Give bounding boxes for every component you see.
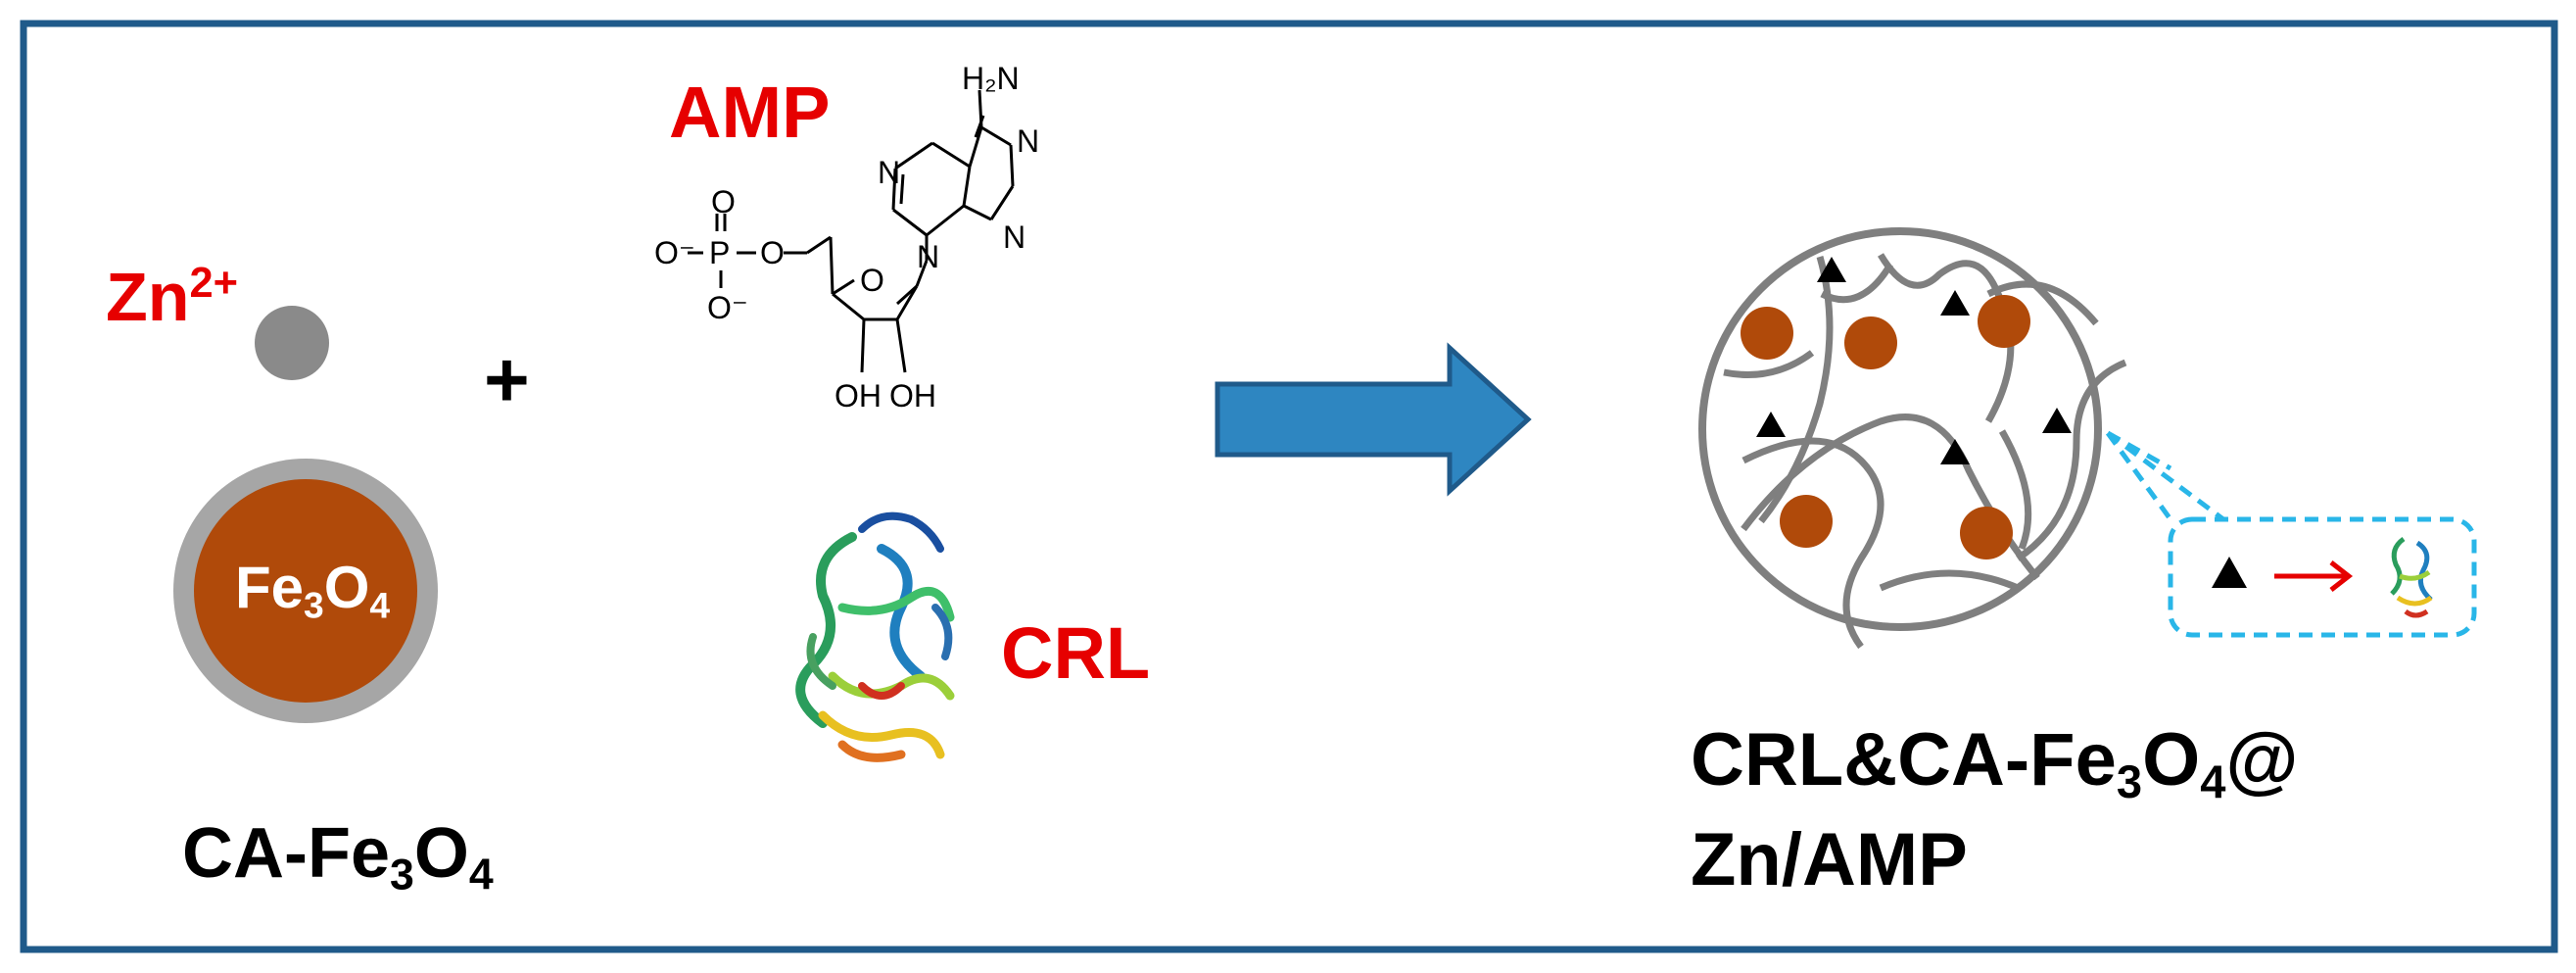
callout-leader bbox=[2105, 430, 2225, 522]
amp-phosphate-o-top: O bbox=[711, 184, 736, 219]
amp-n9-label: N bbox=[917, 239, 940, 274]
nanoparticle-label: CA-Fe3O4 bbox=[182, 814, 494, 900]
diagram-frame bbox=[20, 20, 2558, 953]
amp-structure bbox=[688, 89, 1015, 373]
amp-n7-label: N bbox=[878, 155, 901, 190]
amp-n3-label: N bbox=[1003, 219, 1026, 255]
amp-hydroxyl-1: OH bbox=[835, 378, 882, 414]
fe3o4-core bbox=[194, 479, 417, 703]
enzyme-triangle-icon bbox=[1756, 257, 2072, 464]
plus-sign: + bbox=[484, 336, 530, 423]
amp-amine-label: H₂N bbox=[962, 61, 1020, 96]
product-label-line2: Zn/AMP bbox=[1691, 818, 1968, 901]
crl-protein-icon bbox=[795, 511, 955, 762]
reaction-arrow-icon bbox=[1215, 342, 1532, 497]
amp-phosphate-o-bottom: O⁻ bbox=[707, 290, 748, 325]
amp-phosphate-p: P bbox=[709, 235, 731, 270]
zn-ion-sphere bbox=[255, 306, 329, 380]
callout-arrow-icon bbox=[2274, 560, 2354, 592]
amp-phosphate-o-left: O⁻ bbox=[654, 235, 695, 270]
zn-ion-label: Zn2+ bbox=[106, 259, 239, 335]
amp-ester-o: O bbox=[760, 235, 785, 270]
crl-label: CRL bbox=[1001, 612, 1151, 694]
callout-triangle-icon bbox=[2212, 557, 2247, 588]
fe3o4-core-label: Fe3O4 bbox=[235, 555, 391, 626]
amp-label: AMP bbox=[669, 72, 831, 153]
product-label-line1: CRL&CA-Fe3O4@ bbox=[1691, 718, 2299, 808]
amp-ring-o: O bbox=[860, 263, 884, 298]
amp-n1-label: N bbox=[1017, 123, 1040, 159]
product-network bbox=[1698, 227, 2127, 650]
callout-protein-icon bbox=[2390, 536, 2433, 618]
amp-hydroxyl-2: OH bbox=[889, 378, 936, 414]
